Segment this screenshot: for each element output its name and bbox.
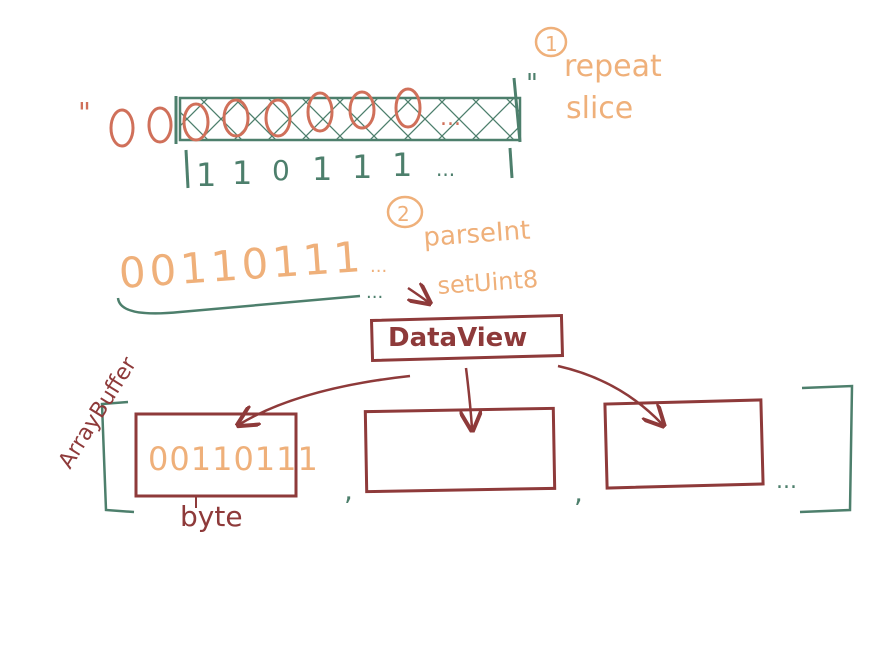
step1-annotation: 1 repeat slice [534, 26, 662, 126]
separator-comma: , [344, 474, 353, 507]
zero-digit [222, 98, 250, 138]
dataview-box: DataView [369, 313, 565, 363]
open-quote: " [78, 96, 91, 129]
step2-circle [386, 195, 424, 229]
step1-slice-label: slice [566, 91, 633, 126]
bits-ellipsis: ... [370, 256, 387, 277]
zero-digit [394, 87, 422, 129]
byte-box-3 [603, 398, 765, 490]
digit: 1 [232, 154, 252, 192]
arraybuffer-bracket [100, 384, 854, 514]
step2-annotation: 2 parseInt [386, 195, 531, 253]
byte-box-1: 00110111 .. [134, 412, 319, 498]
zero-digit [306, 91, 334, 133]
trailing-ellipsis: ... [776, 469, 797, 494]
digit: 0 [272, 154, 290, 187]
arraybuffer-label: ArrayBuffer [54, 352, 142, 473]
zero-digit [264, 98, 292, 138]
step2-parseint-label: parseInt [422, 216, 531, 253]
byte-content: 00110111 [148, 440, 319, 478]
zero-digit [109, 108, 135, 148]
setuint8-arrow [408, 288, 428, 302]
digit: 1 [392, 146, 412, 184]
close-quote: " [526, 69, 538, 99]
digits-ellipsis: ... [436, 157, 455, 181]
separator-comma: , [574, 476, 583, 509]
step2-number: 2 [397, 202, 410, 226]
byte-content-ellipsis: .. [278, 455, 288, 474]
zeros-ellipsis: ... [440, 106, 461, 131]
step1-number: 1 [545, 32, 558, 56]
byte-box-2 [363, 406, 557, 494]
zero-digit [147, 106, 173, 144]
arrow-to-byte-2 [466, 367, 472, 428]
bits-text: 00110111 [117, 232, 366, 298]
slice-region [174, 77, 522, 144]
bits-underline [116, 294, 361, 315]
arrow-to-byte-3 [557, 364, 662, 424]
step1-circle [534, 26, 568, 58]
zeros-row [109, 87, 422, 148]
digits-row: 1 1 0 1 1 1 ... [184, 146, 514, 194]
digit: 1 [312, 150, 332, 188]
step1-repeat-label: repeat [564, 49, 662, 84]
setuint8-label: setUint8 [436, 265, 539, 300]
digit: 1 [352, 148, 372, 186]
digit: 1 [196, 156, 216, 194]
zero-digit [348, 90, 376, 130]
bits-underline-ellipsis: ... [366, 282, 383, 303]
bits-row: 00110111 ... ... [116, 232, 387, 315]
byte-label: byte [180, 500, 243, 533]
right-bracket [799, 384, 854, 514]
dataview-label: DataView [388, 323, 527, 353]
arrow-to-byte-1 [240, 374, 411, 424]
left-bracket [100, 400, 135, 514]
zero-digit [182, 102, 210, 142]
